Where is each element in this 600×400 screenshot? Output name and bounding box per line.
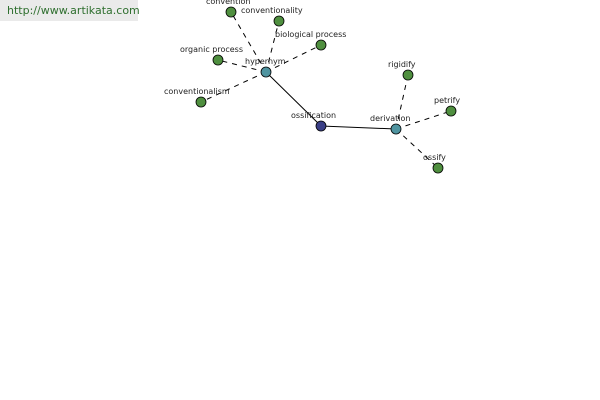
node-hypernym-label[interactable]: hypernym <box>245 57 286 66</box>
source-url[interactable]: http://www.artikata.com <box>0 0 140 21</box>
node-biological-process[interactable]: biological process <box>275 30 346 51</box>
node-biological-process-dot[interactable] <box>315 39 327 51</box>
edge-hypernym-organic-process <box>217 59 267 73</box>
node-petrify-dot[interactable] <box>445 105 457 117</box>
node-convention[interactable]: convention <box>206 0 250 18</box>
node-conventionalism-dot[interactable] <box>195 96 207 108</box>
node-organic-process[interactable]: organic process <box>180 45 243 66</box>
node-petrify[interactable]: petrify <box>434 96 460 117</box>
node-ossification[interactable]: ossification <box>291 111 336 132</box>
node-petrify-label[interactable]: petrify <box>434 96 460 105</box>
node-conventionalism-label[interactable]: conventionalism <box>164 87 230 96</box>
node-conventionality-dot[interactable] <box>273 15 285 27</box>
node-rigidify-dot[interactable] <box>402 69 414 81</box>
node-hypernym[interactable]: hypernym <box>245 57 286 78</box>
node-ossification-label[interactable]: ossification <box>291 111 336 120</box>
node-conventionalism[interactable]: conventionalism <box>164 87 230 108</box>
node-derivation-dot[interactable] <box>390 123 402 135</box>
node-ossify[interactable]: ossify <box>423 153 446 174</box>
node-biological-process-label[interactable]: biological process <box>275 30 346 39</box>
edge-hypernym-conventionalism <box>200 71 267 103</box>
node-derivation-label[interactable]: derivation <box>370 114 410 123</box>
node-conventionality[interactable]: conventionality <box>241 6 303 27</box>
node-rigidify-label[interactable]: rigidify <box>388 60 416 69</box>
node-organic-process-dot[interactable] <box>212 54 224 66</box>
node-rigidify[interactable]: rigidify <box>388 60 416 81</box>
node-convention-label[interactable]: convention <box>206 0 250 6</box>
node-ossify-label[interactable]: ossify <box>423 153 446 162</box>
edge-ossification-hypernym <box>265 71 322 127</box>
node-conventionality-label[interactable]: conventionality <box>241 6 303 15</box>
edge-hypernym-conventionality <box>265 20 280 73</box>
edge-hypernym-biological-process <box>265 44 322 73</box>
node-ossification-dot[interactable] <box>315 120 327 132</box>
node-derivation[interactable]: derivation <box>370 114 410 135</box>
node-organic-process-label[interactable]: organic process <box>180 45 243 54</box>
node-ossify-dot[interactable] <box>432 162 444 174</box>
node-hypernym-dot[interactable] <box>260 66 272 78</box>
edge-derivation-ossify <box>395 128 439 169</box>
edge-ossification-derivation <box>320 125 397 130</box>
node-convention-dot[interactable] <box>225 6 237 18</box>
edge-hypernym-convention <box>230 11 267 73</box>
